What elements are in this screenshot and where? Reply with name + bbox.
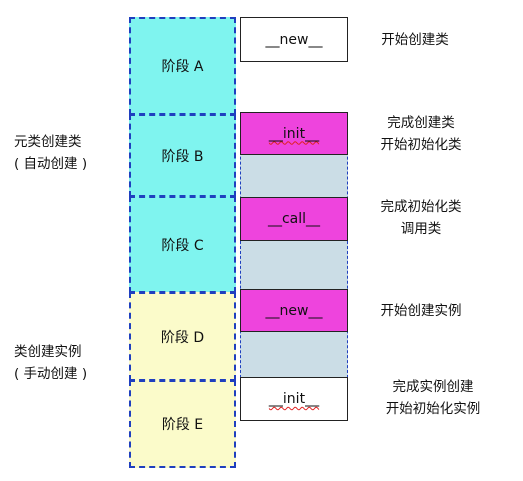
method-box-call: __call__ (240, 197, 348, 241)
note-4-line1: 开始创建实例 (380, 303, 462, 319)
note-1-line1: 开始创建类 (381, 32, 449, 48)
method-new-instance-label: __new__ (265, 302, 323, 319)
stage-c: 阶段 C (129, 196, 236, 293)
stage-b: 阶段 B (129, 114, 236, 197)
method-box-init-class: __init__ (240, 112, 348, 155)
method-flow-band (240, 112, 348, 378)
note-3-line2: 调用类 (400, 221, 442, 237)
stage-e-label: 阶段 E (161, 417, 204, 433)
note-2-line1: 完成创建类 (387, 115, 455, 131)
method-new-class-label: __new__ (265, 31, 323, 48)
note-2-line2: 开始初始化类 (380, 137, 462, 153)
note-call-class: 完成初始化类 调用类 (362, 196, 480, 240)
stage-d-label: 阶段 D (160, 329, 205, 346)
class-creation-line1: 元类创建类 (14, 134, 82, 150)
class-creation-line2: ( 自动创建 ) (14, 156, 88, 172)
note-init-instance: 完成实例创建 开始初始化实例 (370, 376, 496, 420)
method-box-new-instance: __new__ (240, 289, 348, 332)
note-3-line1: 完成初始化类 (380, 199, 462, 215)
note-start-create-instance: 开始创建实例 (362, 300, 480, 322)
stage-b-label: 阶段 B (161, 148, 204, 165)
method-call-label: __call__ (267, 211, 321, 227)
note-5-line2: 开始初始化实例 (385, 401, 481, 417)
stage-e: 阶段 E (129, 380, 236, 468)
stage-d: 阶段 D (129, 292, 236, 381)
stage-c-label: 阶段 C (161, 237, 204, 254)
method-init-class-label: __init__ (268, 125, 320, 142)
method-init-instance-label: __init__ (268, 391, 320, 407)
class-creation-label: 元类创建类 ( 自动创建 ) (14, 131, 87, 175)
instance-creation-line1: 类创建实例 (14, 344, 82, 360)
method-box-init-instance: __init__ (240, 377, 348, 421)
stage-a-label: 阶段 A (161, 59, 204, 75)
note-finish-create-class: 完成创建类 开始初始化类 (362, 112, 480, 156)
stage-a: 阶段 A (129, 17, 236, 115)
instance-creation-label: 类创建实例 ( 手动创建 ) (14, 341, 87, 385)
note-5-line1: 完成实例创建 (392, 379, 474, 395)
note-start-create-class: 开始创建类 (360, 29, 470, 51)
instance-creation-line2: ( 手动创建 ) (14, 366, 88, 382)
method-box-new-class: __new__ (240, 17, 348, 62)
